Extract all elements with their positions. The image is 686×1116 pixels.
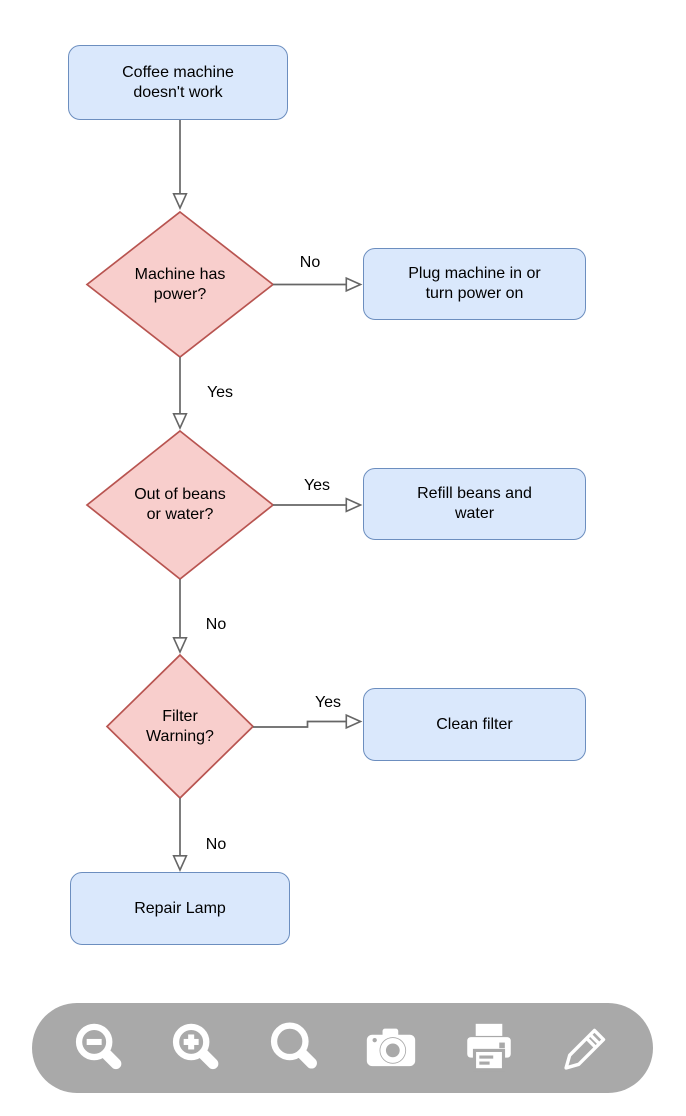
node-plug-label: Plug machine in or turn power on (408, 265, 541, 302)
printer-icon (467, 1023, 511, 1072)
viewer-toolbar (32, 1003, 653, 1093)
node-repair-label: Repair Lamp (134, 899, 226, 917)
pencil-icon (564, 1028, 606, 1070)
edge-label-power-yes: Yes (204, 384, 236, 402)
node-refill-beans: Refill beans and water (363, 468, 586, 540)
edge-filter-to-clean (253, 720, 347, 728)
arrowhead-filter-to-clean (345, 713, 363, 730)
node-start: Coffee machine doesn't work (68, 45, 288, 120)
magnifier-icon (270, 1022, 317, 1069)
arrowhead-power-to-beans (172, 412, 188, 430)
search-button[interactable] (263, 1017, 325, 1079)
node-clean-label: Clean filter (436, 715, 513, 733)
decision-beans-label: Out of beans or water? (134, 486, 226, 523)
edge-label-filter-no: No (203, 836, 229, 854)
node-refill-label: Refill beans and water (417, 485, 532, 522)
magnifier-plus-icon (173, 1023, 219, 1070)
node-repair-lamp: Repair Lamp (70, 872, 290, 945)
camera-icon (367, 1028, 416, 1067)
edge-label-filter-yes: Yes (312, 694, 344, 712)
node-clean-filter: Clean filter (363, 688, 586, 761)
zoom-out-button[interactable] (68, 1017, 130, 1079)
zoom-in-button[interactable] (165, 1017, 227, 1079)
edit-button[interactable] (555, 1017, 617, 1079)
edge-label-power-no: No (297, 254, 323, 272)
magnifier-minus-icon (75, 1023, 121, 1070)
node-start-label: Coffee machine doesn't work (122, 63, 234, 101)
camera-button[interactable] (360, 1017, 422, 1079)
print-button[interactable] (458, 1017, 520, 1079)
edge-label-beans-yes: Yes (301, 477, 333, 495)
arrowhead-start-to-power (172, 193, 188, 210)
decision-power-label: Machine has power? (134, 265, 226, 303)
decision-filter-label: Filter Warning? (146, 708, 214, 745)
arrowhead-beans-to-filter (172, 636, 188, 654)
arrowhead-filter-to-repair (172, 854, 188, 872)
node-plug-machine-in: Plug machine in or turn power on (363, 248, 586, 320)
arrowhead-power-to-plug (345, 276, 363, 293)
arrowhead-beans-to-refill (345, 497, 363, 513)
edge-label-beans-no: No (203, 616, 229, 634)
